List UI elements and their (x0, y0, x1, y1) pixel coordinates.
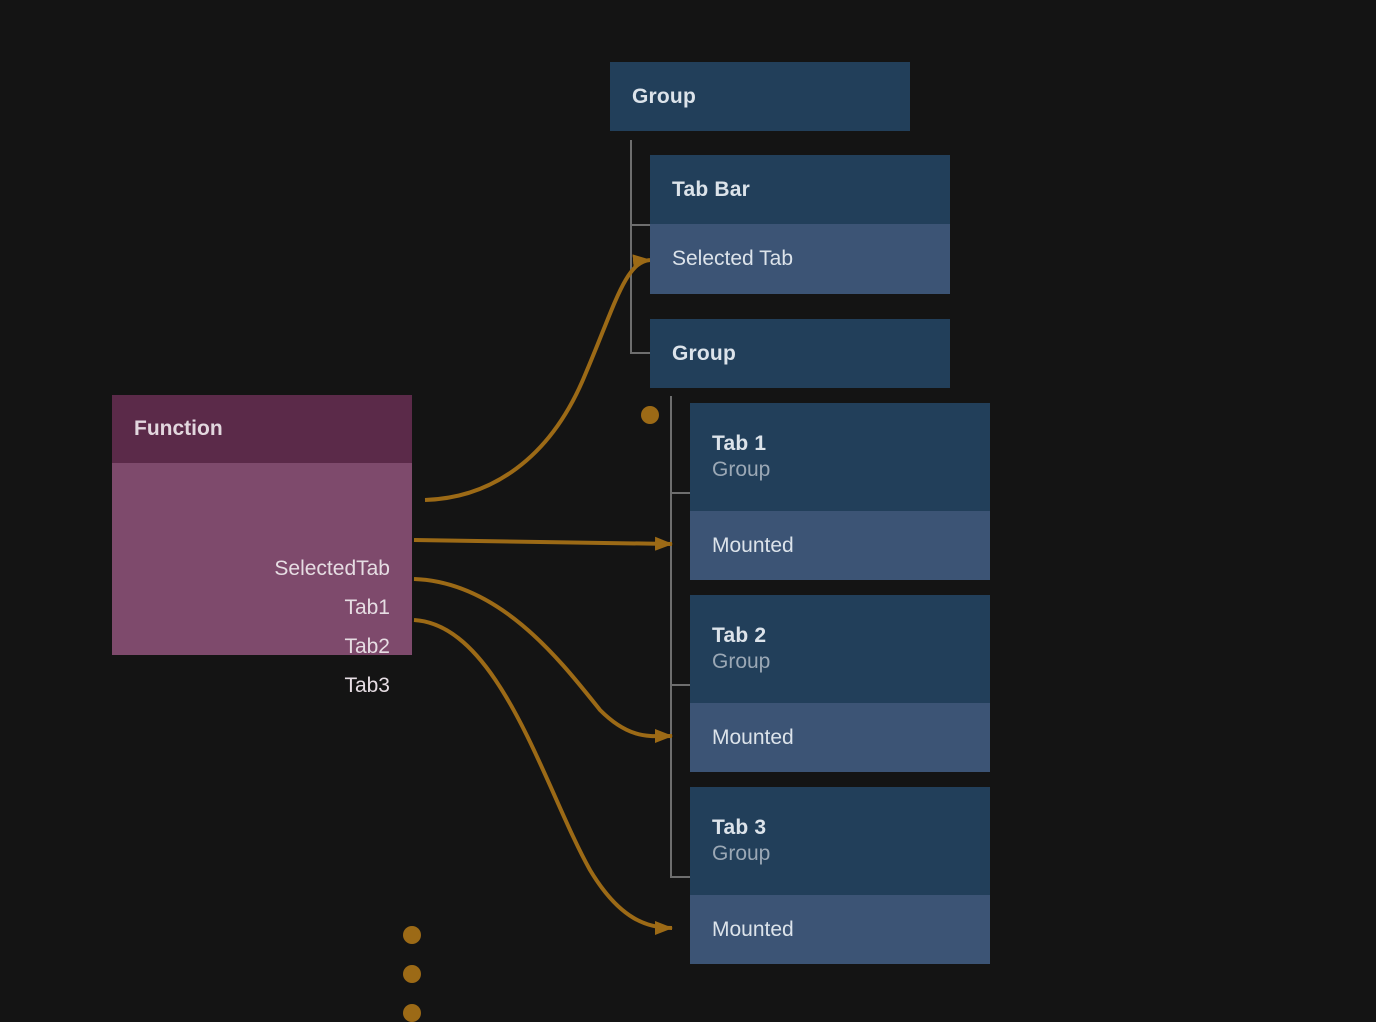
node-tab-2[interactable]: Tab 2 Group Mounted (690, 595, 990, 772)
node-body: SelectedTab Tab1 Tab2 Tab3 (112, 463, 412, 697)
node-header[interactable]: Tab Bar (650, 155, 950, 224)
edge-tab1 (413, 536, 673, 551)
node-title: Group (632, 84, 696, 108)
tree-branch-tick-tabbar (630, 224, 650, 226)
port-label-tab3: Tab3 (344, 674, 390, 697)
node-title: Function (134, 417, 223, 440)
node-title: Tab 3 (712, 816, 767, 839)
tree-branch-tick-tab2 (670, 684, 690, 686)
node-subtitle: Group (712, 842, 771, 865)
tree-vertical-line-2 (670, 396, 672, 878)
node-title: Group (672, 341, 736, 365)
node-header[interactable]: Tab 1 Group (690, 403, 990, 511)
row-label: Selected Tab (672, 247, 794, 270)
node-header[interactable]: Tab 3 Group (690, 787, 990, 895)
node-root-group[interactable]: Group (610, 62, 910, 131)
port-tab3[interactable] (403, 1004, 421, 1022)
node-row-mounted[interactable]: Mounted (690, 703, 990, 772)
port-tab2[interactable] (403, 965, 421, 983)
edge-selectedtab (424, 254, 651, 502)
node-subtitle: Group (712, 650, 771, 673)
row-label: Mounted (712, 533, 794, 557)
node-tab-3[interactable]: Tab 3 Group Mounted (690, 787, 990, 964)
port-label-tab2: Tab2 (344, 635, 390, 658)
node-tab-bar[interactable]: Tab Bar Selected Tab (641, 155, 950, 424)
tree-vertical-line-1 (630, 140, 632, 354)
port-label-selectedtab: SelectedTab (274, 557, 390, 580)
node-header[interactable]: Tab 2 Group (690, 595, 990, 703)
node-title: Tab 2 (712, 624, 767, 647)
row-label: Mounted (712, 917, 794, 941)
node-header[interactable]: Function (112, 395, 412, 463)
tree-branch-tick-tab3 (670, 876, 690, 878)
node-title: Tab Bar (672, 177, 751, 201)
node-function[interactable]: Function SelectedTab Tab1 Tab2 Tab3 (112, 395, 421, 1022)
row-label: Mounted (712, 725, 794, 749)
node-subtitle: Group (712, 458, 771, 481)
node-header[interactable]: Group (650, 319, 950, 388)
node-row-mounted[interactable]: Mounted (690, 895, 990, 964)
port-selected-tab[interactable] (641, 406, 659, 424)
edge-tab3 (413, 618, 673, 935)
node-row-selected-tab[interactable]: Selected Tab (650, 224, 950, 294)
node-tab-1[interactable]: Tab 1 Group Mounted (690, 403, 990, 580)
port-label-tab1: Tab1 (344, 596, 390, 619)
tree-branch-tick-tab1 (670, 492, 690, 494)
port-tab1[interactable] (403, 926, 421, 944)
node-row-mounted[interactable]: Mounted (690, 511, 990, 580)
edge-tab2 (413, 577, 673, 744)
tree-branch-tick-group2 (630, 352, 650, 354)
node-title: Tab 1 (712, 432, 767, 455)
node-header[interactable]: Group (610, 62, 910, 131)
node-group-2[interactable]: Group (650, 319, 950, 388)
